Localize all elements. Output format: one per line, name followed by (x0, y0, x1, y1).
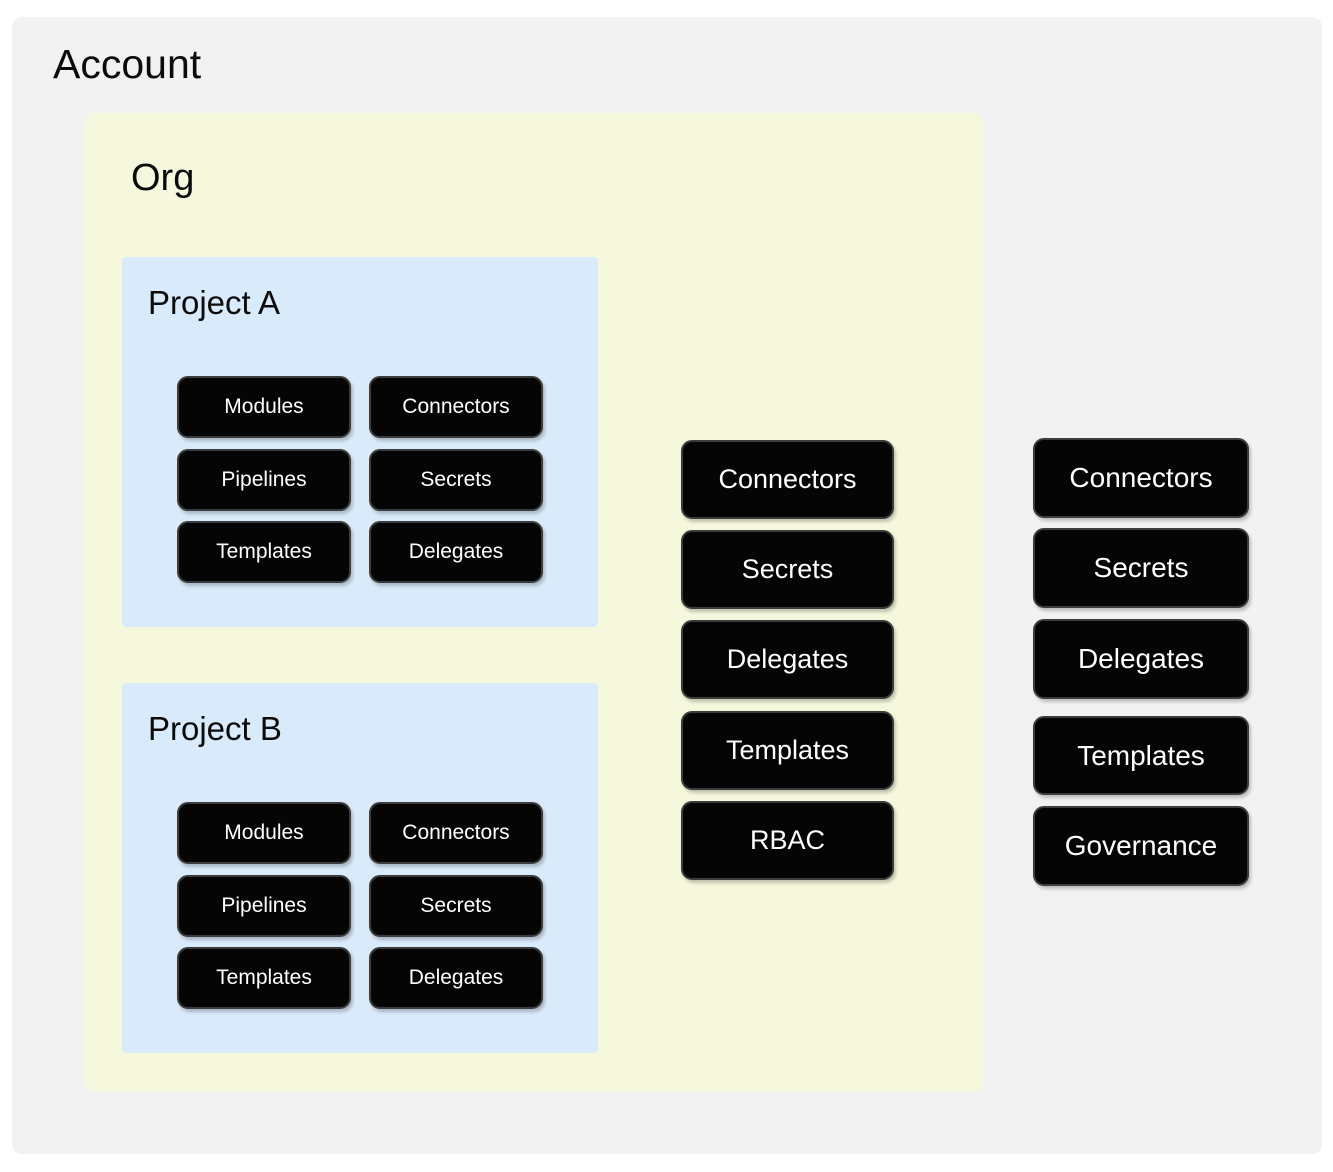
org-node-connectors[interactable]: Connectors (681, 440, 894, 519)
project-a-scope-container: Project A Modules Pipelines Templates Co… (122, 257, 598, 627)
account-scope-title: Account (53, 41, 202, 87)
org-node-delegates[interactable]: Delegates (681, 620, 894, 699)
project-a-title: Project A (148, 284, 281, 321)
project-a-node-delegates[interactable]: Delegates (369, 521, 543, 583)
project-b-node-templates[interactable]: Templates (177, 947, 351, 1009)
project-b-scope-container: Project B Modules Pipelines Templates Co… (122, 683, 598, 1053)
org-node-secrets[interactable]: Secrets (681, 530, 894, 609)
project-a-node-pipelines[interactable]: Pipelines (177, 449, 351, 511)
account-node-delegates[interactable]: Delegates (1033, 619, 1249, 699)
org-node-rbac[interactable]: RBAC (681, 801, 894, 880)
project-a-node-secrets[interactable]: Secrets (369, 449, 543, 511)
project-b-node-delegates[interactable]: Delegates (369, 947, 543, 1009)
project-a-node-modules[interactable]: Modules (177, 376, 351, 438)
account-node-connectors[interactable]: Connectors (1033, 438, 1249, 518)
project-b-node-pipelines[interactable]: Pipelines (177, 875, 351, 937)
account-node-templates[interactable]: Templates (1033, 716, 1249, 795)
org-node-templates[interactable]: Templates (681, 711, 894, 790)
account-node-governance[interactable]: Governance (1033, 806, 1249, 886)
project-b-node-modules[interactable]: Modules (177, 802, 351, 864)
project-a-node-connectors[interactable]: Connectors (369, 376, 543, 438)
project-b-node-connectors[interactable]: Connectors (369, 802, 543, 864)
project-b-title: Project B (148, 710, 282, 747)
org-scope-title: Org (131, 157, 195, 199)
project-b-node-secrets[interactable]: Secrets (369, 875, 543, 937)
project-a-node-templates[interactable]: Templates (177, 521, 351, 583)
account-node-secrets[interactable]: Secrets (1033, 528, 1249, 608)
